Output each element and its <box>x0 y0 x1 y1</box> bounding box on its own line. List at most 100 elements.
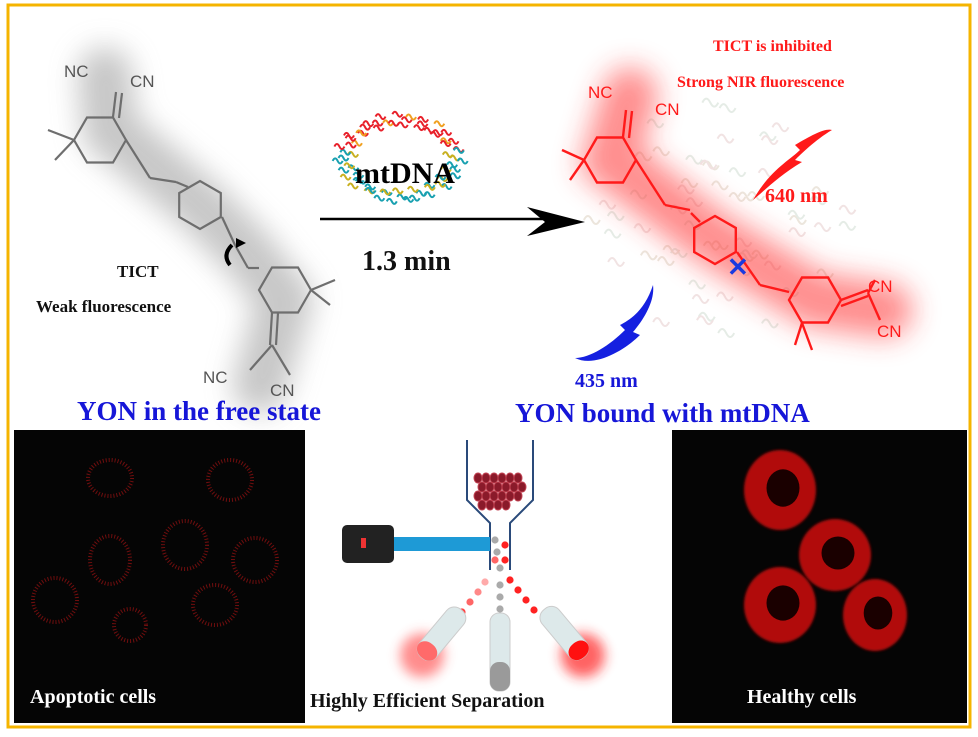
test-tube-right <box>539 605 605 678</box>
bond <box>627 110 634 139</box>
helix <box>716 133 735 144</box>
helix <box>652 317 671 328</box>
ring <box>178 179 222 231</box>
helix <box>440 128 453 136</box>
bond <box>800 322 814 351</box>
rotation-arrowhead-icon <box>236 238 246 248</box>
droplet <box>493 548 501 556</box>
helix <box>639 250 658 261</box>
helix <box>333 143 346 151</box>
cell <box>513 490 523 502</box>
excitation-lightning-icon <box>575 285 654 361</box>
bond <box>117 92 124 119</box>
helix <box>416 120 429 128</box>
bond <box>634 159 667 206</box>
cell <box>497 490 507 502</box>
helix <box>359 123 371 131</box>
bond <box>310 278 336 292</box>
cn-label: CN <box>130 72 155 91</box>
nucleus <box>766 469 800 507</box>
bond <box>310 289 331 306</box>
bond <box>47 128 75 142</box>
tict-inhibited-label: TICT is inhibited <box>713 38 832 55</box>
helix <box>364 183 377 191</box>
helix <box>670 248 688 258</box>
helix <box>371 119 384 127</box>
helix <box>699 159 718 170</box>
bond <box>249 344 273 371</box>
helix <box>440 183 453 191</box>
helix <box>701 97 720 108</box>
arrowhead-icon <box>527 207 585 236</box>
helix <box>331 157 344 165</box>
helix <box>439 165 452 173</box>
helix <box>680 178 699 189</box>
bond <box>561 148 585 162</box>
droplet <box>501 556 509 564</box>
bond <box>111 91 118 118</box>
ring <box>787 276 843 324</box>
tict-label: TICT <box>117 262 159 281</box>
helix <box>355 129 368 137</box>
cn-label: CN <box>270 381 295 400</box>
nucleus <box>821 536 855 570</box>
helix <box>439 140 452 147</box>
helix <box>345 141 357 149</box>
cn-label: CN <box>868 277 893 296</box>
helix <box>431 129 444 137</box>
bond <box>274 312 280 346</box>
helix <box>701 160 720 171</box>
bond <box>690 212 701 223</box>
bond <box>234 244 249 269</box>
helix <box>402 195 415 203</box>
helix <box>396 121 409 129</box>
helix <box>715 291 734 302</box>
bond <box>866 292 882 321</box>
cell <box>485 499 495 511</box>
helix <box>447 137 460 145</box>
helix <box>364 186 377 194</box>
droplet <box>514 586 522 594</box>
droplet <box>506 576 514 584</box>
helix <box>657 256 675 266</box>
helix <box>452 146 465 154</box>
bond <box>271 344 291 376</box>
ring <box>257 266 313 314</box>
helix <box>811 186 830 197</box>
helix <box>373 194 386 202</box>
bond <box>840 288 869 302</box>
bond <box>736 251 761 286</box>
helix <box>405 113 417 121</box>
bond <box>569 159 585 181</box>
laser-beam <box>394 537 490 551</box>
helix <box>728 167 747 178</box>
laser-indicator <box>361 538 366 548</box>
apoptotic-cell <box>191 583 239 627</box>
cell <box>505 472 515 484</box>
cell <box>489 490 499 502</box>
nc-label: NC <box>203 368 228 387</box>
helix <box>688 279 707 290</box>
cell <box>509 481 519 493</box>
helix <box>413 124 425 132</box>
nc-label: NC <box>588 83 613 102</box>
helix <box>737 191 756 202</box>
strong-nir-label: Strong NIR fluorescence <box>677 74 844 91</box>
apoptotic-cell <box>31 576 79 624</box>
helix <box>372 124 385 132</box>
helix <box>582 215 601 225</box>
helix <box>391 187 404 195</box>
mtdna-structure-icon <box>331 110 469 205</box>
cn-label: CN <box>877 322 902 341</box>
cell <box>517 481 527 493</box>
test-tube-left <box>400 606 467 678</box>
helix <box>400 116 413 124</box>
cell <box>485 481 495 493</box>
cell <box>481 472 491 484</box>
separation-label: Highly Efficient Separation <box>310 690 544 712</box>
helix <box>652 146 671 157</box>
helix <box>607 256 625 267</box>
bond <box>664 203 691 212</box>
droplet <box>530 606 538 614</box>
